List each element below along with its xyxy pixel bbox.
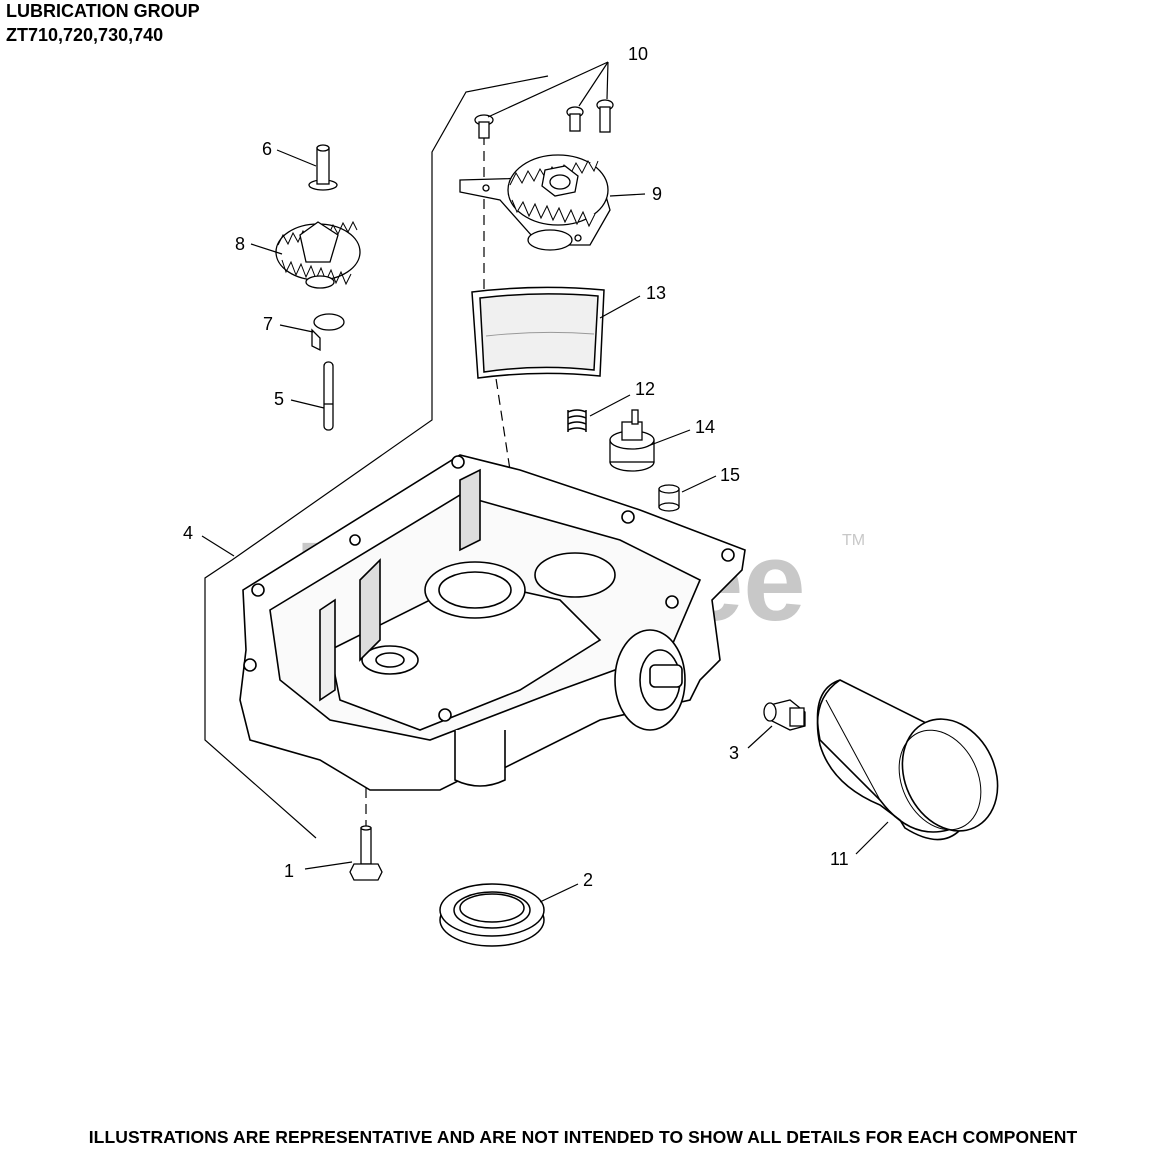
adapter-part-3[interactable] [763,699,806,731]
pressure-switch-part-14[interactable] [609,409,655,472]
callout-14: 14 [695,417,715,437]
callout-2: 2 [583,870,593,890]
spring-part-12[interactable] [567,409,587,432]
disclaimer-text: ILLUSTRATIONS ARE REPRESENTATIVE AND ARE… [88,1127,1078,1147]
pin-part-6[interactable] [308,144,338,191]
shaft-part-5[interactable] [323,361,334,431]
callout-9: 9 [652,184,662,204]
seal-part-2[interactable] [439,883,545,947]
callout-1: 1 [284,861,294,881]
callout-12: 12 [635,379,655,399]
callout-4: 4 [183,523,193,543]
gear-part-8[interactable] [275,220,361,289]
oil-pan-part-4[interactable] [239,454,746,791]
callout-10: 10 [628,44,648,64]
bracket-part-7[interactable] [311,313,345,352]
fitting-part-15[interactable] [658,484,680,512]
bolt-part-10[interactable] [474,99,614,139]
callout-15: 15 [720,465,740,485]
callout-5: 5 [274,389,284,409]
callout-3: 3 [729,743,739,763]
callout-11: 11 [830,849,849,869]
group-bracket-line [204,75,549,839]
leader-lines [201,61,889,903]
callout-8: 8 [235,234,245,254]
diagram-title: LUBRICATION GROUP [6,1,200,21]
model-list: ZT710,720,730,740 [6,25,164,45]
callout-7: 7 [263,314,273,334]
assembly-axis-line-2 [483,299,511,471]
screen-part-13[interactable] [471,286,605,379]
oil-filter-part-11[interactable] [816,679,1016,847]
bolt-part-1[interactable] [349,825,383,881]
callout-6: 6 [262,139,272,159]
watermark-trademark: TM [842,532,865,549]
callout-13: 13 [646,283,666,303]
oil-pump-part-9[interactable] [459,154,611,251]
